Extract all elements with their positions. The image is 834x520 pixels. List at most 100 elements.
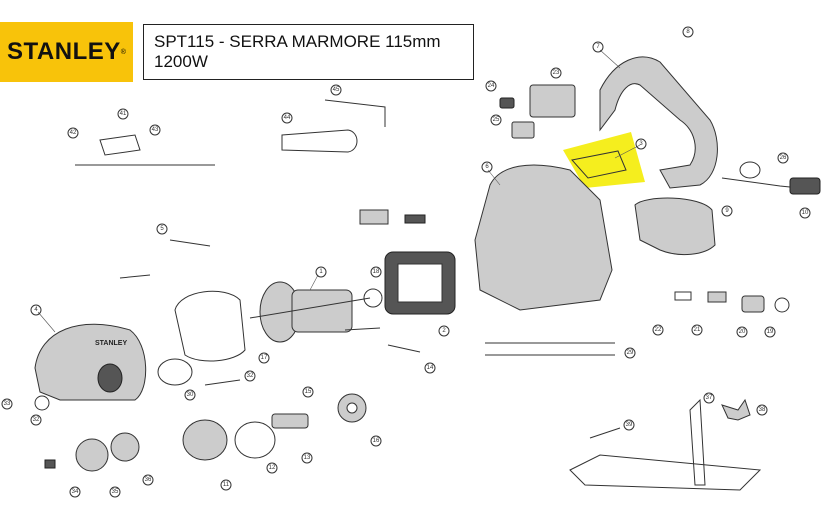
callout-c33: 32 xyxy=(244,370,256,382)
callout-c30: 32 xyxy=(30,414,42,426)
guard-label: STANLEY xyxy=(95,340,127,347)
switch xyxy=(529,84,576,118)
screw-40 xyxy=(589,427,621,439)
flange-37 xyxy=(110,432,140,462)
svg-text:32: 32 xyxy=(247,373,254,379)
rear-handle xyxy=(599,56,718,189)
svg-text:11: 11 xyxy=(223,482,230,488)
depth-bracket xyxy=(689,398,706,486)
callout-c44: 44 xyxy=(281,112,293,124)
brand-name: STANLEY xyxy=(7,38,121,65)
callout-c12: 12 xyxy=(266,462,278,474)
svg-text:23: 23 xyxy=(553,70,560,76)
callout-c29: 29 xyxy=(624,347,636,359)
callout-c23: 23 xyxy=(550,67,562,79)
callout-c9: 9 xyxy=(721,205,733,217)
handle-half xyxy=(634,197,716,256)
callout-c15: 15 xyxy=(302,386,314,398)
stanley-logo: STANLEY® xyxy=(0,22,133,82)
svg-text:39: 39 xyxy=(626,422,633,428)
callout-c19: 19 xyxy=(764,326,776,338)
svg-text:8: 8 xyxy=(686,29,690,35)
callout-c14: 14 xyxy=(424,362,436,374)
highlight-label-plate xyxy=(563,132,645,188)
blade-guard xyxy=(34,323,147,401)
callout-c42: 42 xyxy=(67,127,79,139)
callout-c31: 30 xyxy=(184,389,196,401)
washer-32 xyxy=(34,395,50,411)
callout-c37: 36 xyxy=(142,474,154,486)
leader-4 xyxy=(37,311,56,333)
callout-c40: 39 xyxy=(623,419,635,431)
callout-c39: 38 xyxy=(756,404,768,416)
terminal-block xyxy=(359,209,389,225)
clip-25 xyxy=(511,121,535,139)
svg-text:2: 2 xyxy=(442,328,446,334)
svg-text:24: 24 xyxy=(488,83,495,89)
svg-text:7: 7 xyxy=(596,44,600,50)
callout-c17: 17 xyxy=(258,352,270,364)
base-plate xyxy=(569,454,762,491)
o-ring-12 xyxy=(234,421,276,459)
svg-text:43: 43 xyxy=(152,127,159,133)
svg-text:29: 29 xyxy=(627,350,634,356)
svg-text:25: 25 xyxy=(493,117,500,123)
svg-text:32: 32 xyxy=(33,417,40,423)
motor-housing xyxy=(474,164,613,311)
callout-c36: 35 xyxy=(109,486,121,498)
callout-c8: 8 xyxy=(682,26,694,38)
terminal-small xyxy=(404,214,426,224)
svg-text:20: 20 xyxy=(739,329,746,335)
wing-nut xyxy=(721,398,751,421)
svg-text:9: 9 xyxy=(725,208,729,214)
leader-6 xyxy=(487,169,501,186)
callout-c4: 4 xyxy=(30,304,42,316)
svg-text:36: 36 xyxy=(145,477,152,483)
ring-31 xyxy=(157,358,193,386)
wrench xyxy=(281,129,358,153)
callout-c41: 41 xyxy=(117,108,129,120)
svg-text:6: 6 xyxy=(485,164,489,170)
svg-text:13: 13 xyxy=(304,455,311,461)
callout-c3: 3 xyxy=(635,138,647,150)
leader-7 xyxy=(599,49,621,69)
svg-text:45: 45 xyxy=(333,87,340,93)
svg-text:44: 44 xyxy=(284,115,291,121)
callout-c32: 33 xyxy=(1,398,13,410)
page-title: SPT115 - SERRA MARMORE 115mm 1200W xyxy=(154,32,441,71)
callout-c20: 20 xyxy=(736,326,748,338)
callout-c10: 10 xyxy=(799,207,811,219)
callout-c5: 5 xyxy=(156,223,168,235)
cord-clamp xyxy=(739,161,761,179)
brand-mark: ® xyxy=(120,48,126,56)
leader-1 xyxy=(309,274,319,291)
svg-text:18: 18 xyxy=(373,269,380,275)
callout-c13: 13 xyxy=(301,452,313,464)
callout-c6: 6 xyxy=(481,161,493,173)
callout-c22: 22 xyxy=(652,324,664,336)
svg-text:34: 34 xyxy=(72,489,79,495)
flange-36 xyxy=(75,438,109,472)
armature-shaft xyxy=(249,297,371,319)
svg-text:30: 30 xyxy=(187,392,194,398)
hex-key xyxy=(324,99,386,127)
svg-text:38: 38 xyxy=(759,407,766,413)
svg-text:3: 3 xyxy=(639,141,643,147)
callout-c1: 1 xyxy=(315,266,327,278)
armature-body xyxy=(291,289,353,333)
callout-c21: 21 xyxy=(691,324,703,336)
svg-text:33: 33 xyxy=(4,401,11,407)
screw-14 xyxy=(344,327,381,331)
brush-cap-19 xyxy=(774,297,790,313)
callout-c7: 7 xyxy=(592,41,604,53)
leader-3 xyxy=(614,144,641,159)
callout-c24: 24 xyxy=(485,80,497,92)
brush-22 xyxy=(674,291,692,301)
brush-21 xyxy=(707,291,727,303)
svg-text:17: 17 xyxy=(261,355,268,361)
screw-34 xyxy=(387,344,421,353)
svg-text:4: 4 xyxy=(34,307,38,313)
screw-5b xyxy=(119,274,151,279)
screw-5 xyxy=(169,239,211,247)
